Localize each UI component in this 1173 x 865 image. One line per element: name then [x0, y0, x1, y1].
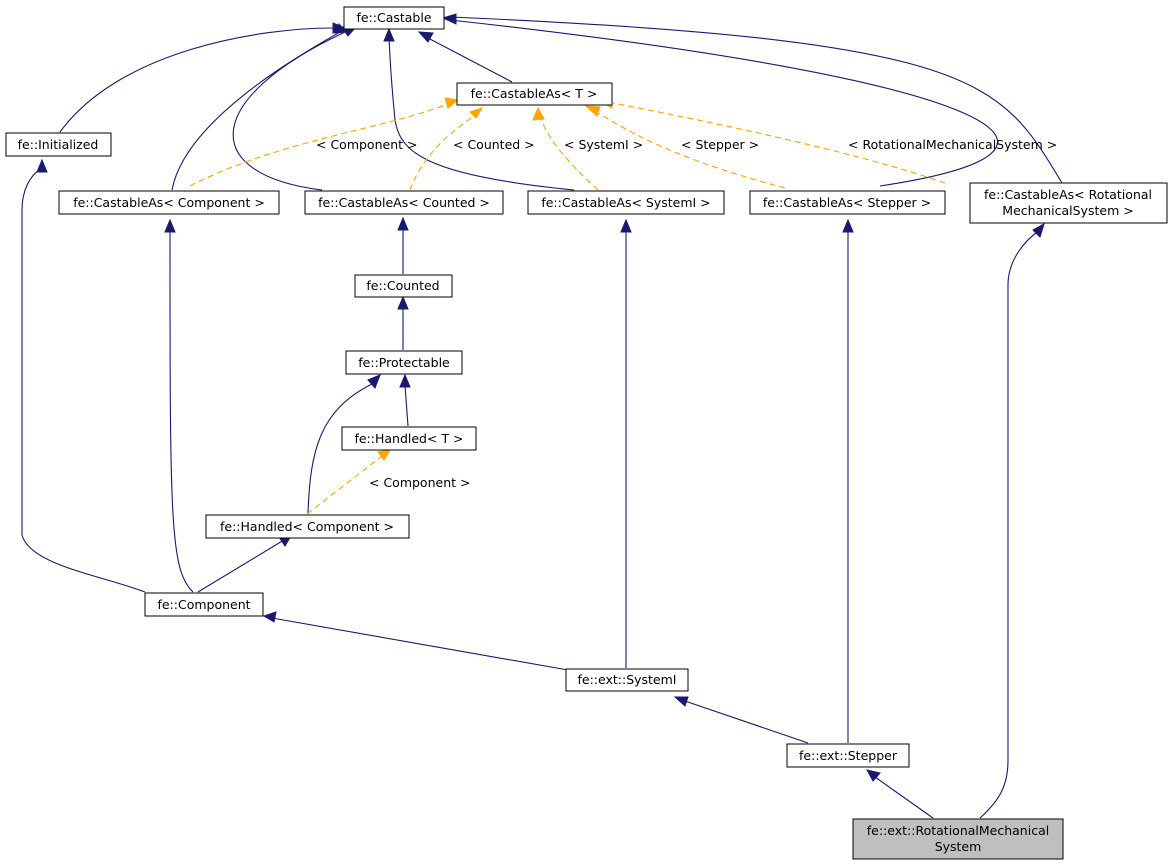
node-handled-t-label: fe::Handled< T > — [354, 431, 463, 446]
node-protectable-label: fe::Protectable — [358, 355, 450, 370]
arrowhead-counted — [397, 295, 409, 310]
node-castable-as-component-label: fe::CastableAs< Component > — [73, 195, 265, 210]
node-counted[interactable]: fe::Counted — [354, 274, 453, 298]
edge-t-castableas-component — [189, 103, 449, 187]
arrowhead-castableas-counted — [397, 216, 409, 231]
arrowhead-systemi — [673, 696, 689, 707]
node-handled-t[interactable]: fe::Handled< T > — [341, 426, 477, 451]
node-initialized[interactable]: fe::Initialized — [5, 132, 112, 157]
edge-t-handled-component — [306, 455, 383, 515]
node-castable-as-counted-label: fe::CastableAs< Counted > — [318, 195, 490, 210]
edge-systemi-component — [271, 617, 569, 671]
arrowhead-protectable-2 — [399, 373, 411, 388]
arrowheads — [36, 13, 1045, 782]
edge-castableas-component-castable — [171, 31, 341, 191]
node-rms-label-line2: System — [935, 839, 982, 854]
template-edges — [189, 102, 946, 515]
node-castable[interactable]: fe::Castable — [343, 6, 445, 30]
node-castable-as-t-label: fe::CastableAs< T > — [471, 86, 598, 101]
arrowhead-castable-5 — [417, 31, 434, 43]
edge-rms-stepper — [874, 776, 934, 819]
edge-t-castableas-stepper — [595, 111, 786, 189]
arrowhead-t-3 — [532, 106, 545, 121]
edge-handled-component-protectable — [307, 383, 373, 515]
edge-castableas-stepper-castable — [449, 19, 999, 187]
node-castable-as-stepper[interactable]: fe::CastableAs< Stepper > — [749, 190, 946, 215]
node-castable-as-t[interactable]: fe::CastableAs< T > — [456, 82, 613, 106]
edge-rms-castableas-rms — [979, 229, 1041, 819]
edge-castableas-counted-castable — [232, 31, 346, 191]
node-component[interactable]: fe::Component — [144, 592, 264, 617]
edge-castableas-t-castable — [427, 37, 513, 83]
edge-labels: < Component > < Counted > < SystemI > < … — [316, 137, 1057, 490]
node-castable-as-component[interactable]: fe::CastableAs< Component > — [58, 190, 280, 215]
edge-component-handled-component — [197, 539, 285, 593]
arrowhead-castableas-systemi — [620, 218, 632, 233]
node-castable-as-stepper-label: fe::CastableAs< Stepper > — [763, 195, 931, 210]
node-castable-as-systemi[interactable]: fe::CastableAs< SystemI > — [527, 190, 725, 215]
arrowhead-t-4 — [584, 105, 601, 117]
edge-t-castableas-systemi — [539, 114, 599, 191]
node-castable-label: fe::Castable — [356, 10, 431, 25]
node-rms[interactable]: fe::ext::RotationalMechanical System — [852, 818, 1064, 860]
node-handled-component-label: fe::Handled< Component > — [220, 519, 394, 534]
edge-castableas-rms-castable — [449, 16, 1063, 184]
inheritance-edges — [21, 16, 1063, 819]
arrowhead-t-1 — [444, 97, 460, 109]
node-handled-component[interactable]: fe::Handled< Component > — [205, 514, 410, 539]
node-initialized-label: fe::Initialized — [18, 137, 99, 152]
arrowhead-stepper — [866, 769, 881, 782]
arrowhead-t-2 — [469, 107, 484, 119]
node-stepper-label: fe::ext::Stepper — [799, 748, 898, 763]
arrowhead-component — [262, 611, 277, 623]
arrowhead-t-handled — [377, 449, 391, 461]
node-protectable[interactable]: fe::Protectable — [345, 350, 463, 375]
edge-label-counted: < Counted > — [453, 137, 535, 152]
arrowhead-castableas-component — [164, 218, 176, 233]
edge-handled-t-protectable — [404, 384, 409, 427]
edge-label-systemi: < SystemI > — [564, 137, 643, 152]
arrowhead-castable-6 — [441, 13, 457, 25]
node-castable-as-rms[interactable]: fe::CastableAs< Rotational MechanicalSys… — [969, 182, 1168, 224]
edge-castableas-systemi-castable — [388, 37, 575, 191]
edge-component-initialized — [21, 167, 146, 593]
arrowhead-protectable-1 — [367, 374, 381, 389]
edge-component-castableas-component — [169, 231, 194, 593]
node-systemi[interactable]: fe::ext::SystemI — [565, 668, 689, 692]
node-rms-label-line1: fe::ext::RotationalMechanical — [867, 823, 1049, 838]
edge-label-handled-component: < Component > — [369, 475, 470, 490]
node-castable-as-rms-label-line2: MechanicalSystem > — [1002, 203, 1133, 218]
node-component-label: fe::Component — [157, 597, 250, 612]
arrowhead-initialized — [36, 158, 48, 173]
node-systemi-label: fe::ext::SystemI — [577, 672, 676, 687]
edge-label-component: < Component > — [316, 137, 417, 152]
node-castable-as-counted[interactable]: fe::CastableAs< Counted > — [304, 190, 504, 215]
edge-initialized-castable — [59, 27, 334, 133]
node-castable-as-systemi-label: fe::CastableAs< SystemI > — [541, 195, 710, 210]
edge-t-castableas-rms — [612, 102, 946, 184]
edge-stepper-systemi — [681, 699, 809, 744]
edge-label-stepper: < Stepper > — [681, 137, 759, 152]
arrowhead-castable-4 — [383, 27, 395, 42]
node-castable-as-rms-label-line1: fe::CastableAs< Rotational — [984, 187, 1152, 202]
arrowhead-castable-2 — [334, 23, 348, 34]
node-counted-label: fe::Counted — [366, 278, 439, 293]
arrowhead-castableas-rms — [1032, 222, 1045, 238]
edge-label-rms: < RotationalMechanicalSystem > — [848, 137, 1057, 152]
arrowhead-castableas-stepper — [842, 218, 854, 233]
edge-t-castableas-counted — [409, 114, 476, 191]
node-stepper[interactable]: fe::ext::Stepper — [786, 743, 910, 768]
